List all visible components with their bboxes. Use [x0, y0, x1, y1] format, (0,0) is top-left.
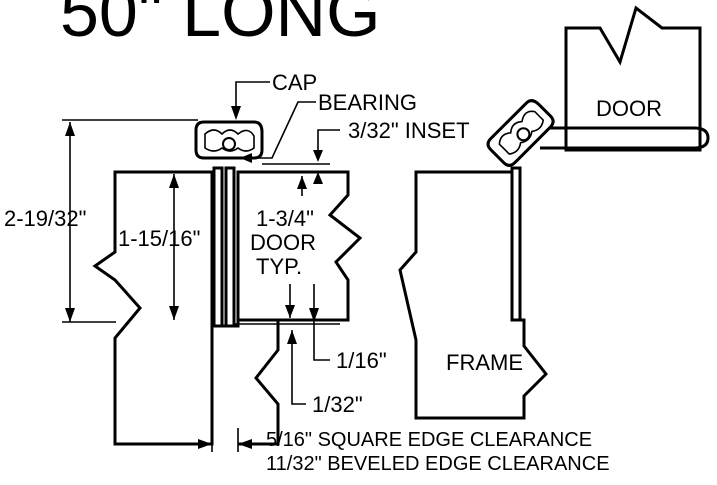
- inset-label: 3/32" INSET: [348, 118, 470, 143]
- right-door-leaf: [540, 126, 710, 150]
- gap-1-16-arrow: [309, 308, 319, 322]
- cap-leader-arrow: [231, 106, 241, 120]
- dim-leaf-arrow-top: [169, 174, 179, 188]
- bearing-label: BEARING: [318, 90, 417, 115]
- clearance-arrow-left: [198, 439, 212, 449]
- bearing-leader-arrow: [240, 153, 252, 163]
- left-frame-lower: [238, 318, 280, 446]
- left-hinge-pin: [222, 137, 236, 151]
- clearance-arrow-right: [238, 439, 252, 449]
- left-door-section: [236, 170, 363, 322]
- dim-door-arrow-top: [297, 176, 307, 189]
- door-thickness-label-2: DOOR: [250, 230, 316, 255]
- right-hinge-cap: [486, 99, 555, 167]
- dim-door-arrow-bottom: [285, 305, 295, 318]
- dim-leaf-arrow-bottom: [169, 306, 179, 320]
- overall-height-label: 2-19/32": [4, 206, 86, 231]
- door-thickness-label-3: TYP.: [256, 254, 302, 279]
- dim-overall-arrow-bottom: [65, 308, 75, 322]
- gap-1-32-arrow: [287, 330, 297, 344]
- dim-overall-arrow-top: [65, 122, 75, 136]
- right-door-label: DOOR: [596, 96, 662, 121]
- cap-leader: [235, 81, 270, 114]
- left-hinge-leaf-frame: [212, 166, 224, 328]
- leaf-height-label: 1-15/16": [118, 226, 200, 251]
- left-frame-section: [92, 170, 214, 446]
- gap-1-32-label: 1/32": [312, 392, 363, 417]
- clearance-square-label: 5/16" SQUARE EDGE CLEARANCE: [266, 429, 592, 451]
- diagram-title: 50" LONG: [60, 0, 381, 51]
- right-hinge-leaf-frame: [510, 166, 522, 322]
- gap-1-32-leader: [291, 330, 306, 405]
- right-door-section: [564, 5, 702, 152]
- left-hinge-leaf-bottom: [214, 320, 240, 328]
- left-hinge-leaf-door: [224, 166, 236, 328]
- clearance-beveled-label: 11/32" BEVELED EDGE CLEARANCE: [266, 453, 610, 475]
- inset-arrow-up: [313, 172, 323, 184]
- inset-arrow-down: [313, 150, 323, 162]
- gap-1-16-leader: [313, 284, 330, 361]
- right-frame-label: FRAME: [446, 350, 523, 375]
- bearing-leader: [244, 101, 316, 159]
- inset-leader: [317, 129, 340, 150]
- gap-1-16-label: 1/16": [336, 348, 387, 373]
- cap-label: CAP: [272, 70, 317, 95]
- door-thickness-label-1: 1-3/4": [256, 206, 314, 231]
- right-frame-section: [398, 170, 549, 420]
- left-hinge-bearing: [204, 129, 255, 152]
